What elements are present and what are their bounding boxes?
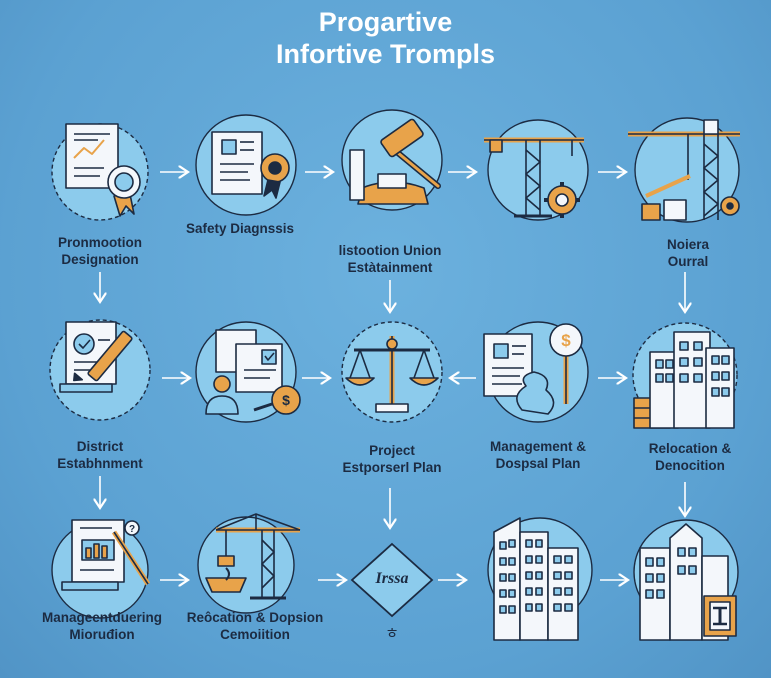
- svg-text:$: $: [282, 392, 290, 408]
- decision-diamond-icon: [350, 542, 434, 618]
- connector-arrows: [100, 172, 685, 580]
- label-management-line-1: Management &: [489, 439, 587, 454]
- document-person-money-icon: $: [205, 329, 301, 415]
- label-safety-line-1: Safety Diagnssis: [185, 221, 295, 236]
- label-institution-line-2: Estàtainment: [347, 260, 433, 275]
- label-noiera-line-2: Ourral: [667, 254, 709, 269]
- label-promotion-line-1: Pronmootion: [58, 235, 142, 250]
- label-district-line-2: Estabhnment: [57, 456, 143, 471]
- label-district-establishment: District Estabhnment: [30, 438, 170, 472]
- label-noiera-line-1: Noiera: [666, 237, 710, 252]
- label-relocation-demolition-line-1: Relocation &: [648, 441, 732, 456]
- label-relocation-disposition-line-2: Cemoiition: [220, 627, 290, 642]
- label-relocation-disposition-line-1: Reôcation & Dopsion: [186, 610, 324, 625]
- crane-hook-icon: [205, 513, 301, 600]
- label-manufacturing-line-1: Manageentduering: [41, 610, 162, 625]
- label-manufacturing: Manageentduering Mioruđion: [22, 609, 182, 643]
- document-seal-icon: [211, 131, 290, 199]
- decision-note: ㅎ: [385, 625, 399, 642]
- label-promotion-line-2: Designation: [61, 252, 139, 267]
- label-safety-diagnosis: Safety Diagnssis: [170, 220, 310, 237]
- scales-icon: [345, 336, 439, 413]
- gavel-icon: [349, 118, 441, 205]
- label-manufacturing-line-2: Mioruđion: [69, 627, 135, 642]
- label-management-disposal-plan: Management & Dospsal Plan: [468, 438, 608, 472]
- label-management-line-2: Dospsal Plan: [495, 456, 581, 471]
- label-institution-line-1: listootion Union: [338, 243, 442, 258]
- svg-text:?: ?: [129, 524, 135, 535]
- label-project-line-1: Project: [369, 443, 415, 458]
- contract-pen-icon: [59, 321, 133, 393]
- label-promotion-designation: Pronmootion Designation: [35, 234, 165, 268]
- diagram-title-line-1: Progartive: [318, 7, 453, 37]
- label-institution-establishment: listootion Union Estàtainment: [315, 242, 465, 276]
- certificate-icon: [65, 123, 141, 217]
- label-project-plan: Project Estporserl Plan: [322, 442, 462, 476]
- decision-label: Irssa: [375, 570, 409, 587]
- diagram-title-line-2: Infortive Trompls: [275, 39, 496, 69]
- label-project-line-2: Estporserl Plan: [342, 460, 442, 475]
- apartment-buildings-icon: [633, 331, 735, 429]
- label-relocation-demolition-line-2: Denocition: [655, 458, 725, 473]
- office-buildings-icon: [493, 517, 579, 641]
- tower-crane-gear-icon: [484, 137, 584, 218]
- label-noiera-ourral: Noiera Ourral: [628, 236, 748, 270]
- blueprint-tools-icon: ?: [61, 519, 151, 591]
- label-district-line-1: District: [76, 439, 124, 454]
- building-column-icon: [639, 523, 737, 641]
- label-relocation-demolition: Relocation & Denocition: [620, 440, 760, 474]
- label-relocation-disposition: Reôcation & Dopsion Cemoiition: [170, 609, 340, 643]
- svg-text:$: $: [561, 331, 571, 350]
- crane-construction-icon: [628, 119, 740, 221]
- document-money-icon: $: [483, 323, 583, 415]
